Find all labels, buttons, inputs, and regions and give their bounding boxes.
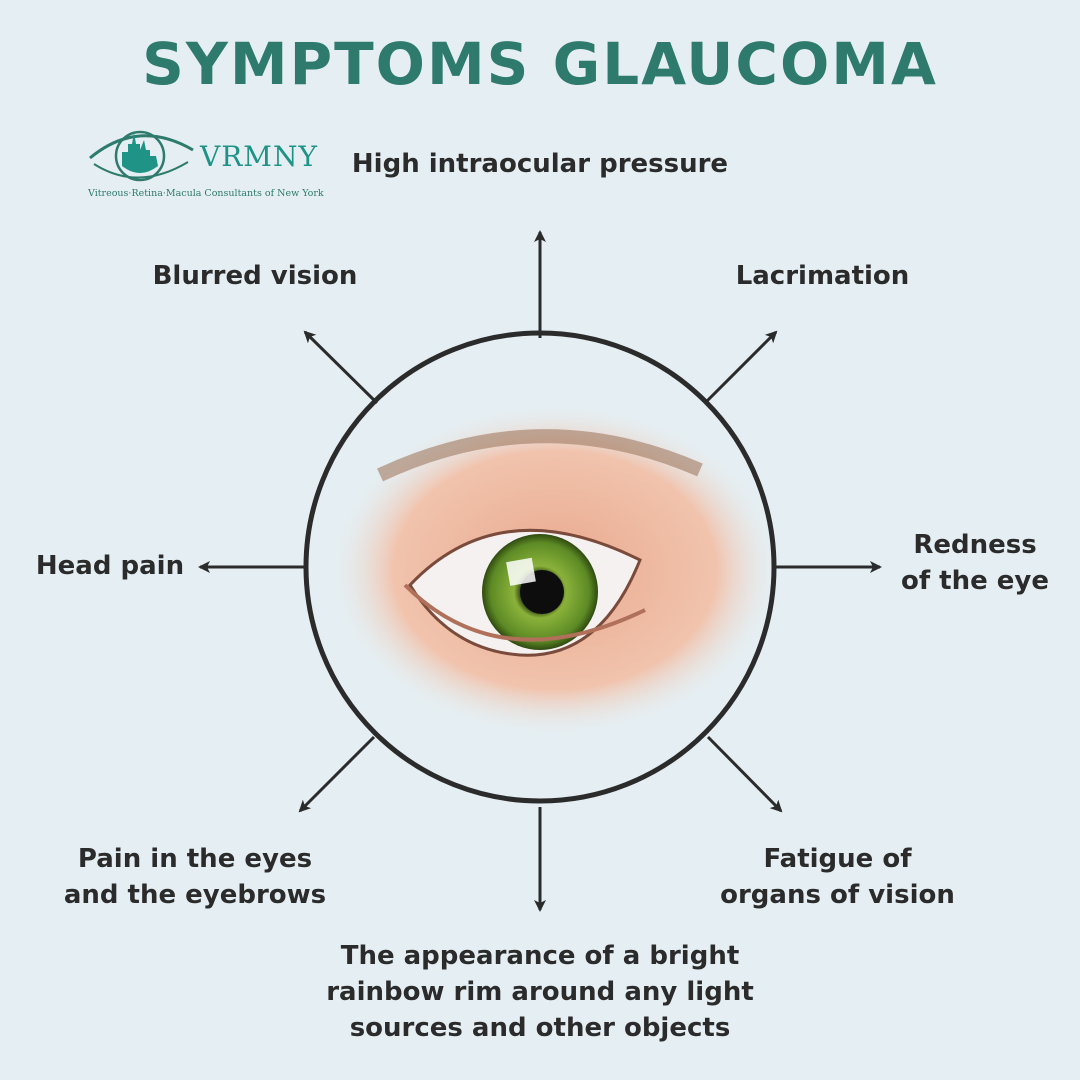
symptom-redness: Redness of the eye — [890, 527, 1060, 599]
logo-subtitle: Vitreous·Retina·Macula Consultants of Ne… — [88, 188, 324, 199]
symptom-blurred-vision: Blurred vision — [152, 261, 358, 291]
logo-name: VRMNY — [200, 140, 318, 173]
arrow-up-right — [703, 330, 778, 405]
arrow-down-left — [298, 735, 376, 813]
redness-line1: Redness — [913, 530, 1037, 560]
pain-line2: and the eyebrows — [63, 880, 327, 910]
symptom-lacrimation: Lacrimation — [735, 261, 910, 291]
symptom-high-intraocular-pressure: High intraocular pressure — [351, 149, 729, 179]
fatigue-line1: Fatigue of — [763, 844, 912, 874]
symptom-rainbow-rim: The appearance of a bright rainbow rim a… — [300, 938, 780, 1046]
symptom-fatigue: Fatigue of organs of vision — [700, 841, 975, 913]
pain-line1: Pain in the eyes — [77, 844, 313, 874]
vrmny-logo: VRMNY Vitreous·Retina·Macula Consultants… — [88, 122, 328, 207]
fatigue-line2: organs of vision — [720, 880, 955, 910]
eye-skyline-logo-icon — [89, 130, 194, 182]
arrow-down-right — [706, 735, 783, 813]
arrow-up-left — [303, 330, 379, 405]
arrows — [198, 230, 882, 912]
rainbow-line3: sources and other objects — [349, 1013, 731, 1043]
symptom-pain-eyes-eyebrows: Pain in the eyes and the eyebrows — [50, 841, 340, 913]
rainbow-line1: The appearance of a bright — [340, 941, 740, 971]
page-title: SYMPTOMS GLAUCOMA — [142, 30, 938, 98]
rainbow-line2: rainbow rim around any light — [326, 977, 754, 1007]
symptom-head-pain: Head pain — [35, 551, 185, 581]
center-circle — [303, 330, 777, 804]
redness-line2: of the eye — [900, 566, 1050, 596]
eye-illustration — [325, 400, 773, 740]
